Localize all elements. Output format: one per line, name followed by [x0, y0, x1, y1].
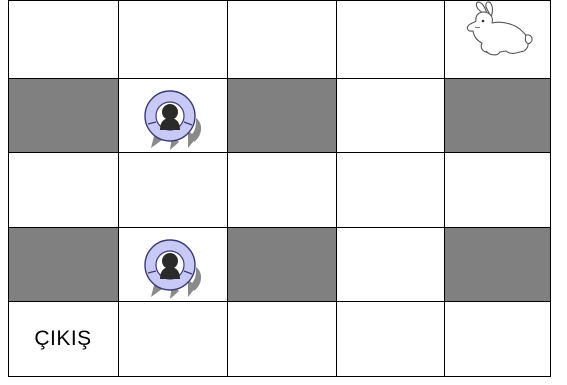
game-board: ÇIKIŞ [8, 0, 551, 377]
hunter-piece-icon [130, 237, 216, 299]
board-cell-r1-c1[interactable] [118, 78, 227, 152]
grid-line-vertical [444, 0, 445, 377]
board-cell-r4-c3[interactable] [336, 301, 444, 377]
board-cell-r2-c2[interactable] [227, 152, 336, 227]
grid-line-vertical [8, 0, 9, 377]
grid-line-vertical [118, 0, 119, 377]
board-cell-r3-c1[interactable] [118, 227, 227, 301]
board-cell-r3-c2[interactable] [227, 227, 336, 301]
exit-label: ÇIKIŞ [34, 327, 91, 351]
board-cell-r4-c2[interactable] [227, 301, 336, 377]
grid-line-horizontal [8, 78, 551, 79]
board-cell-r3-c0[interactable] [8, 227, 118, 301]
grid-line-vertical [227, 0, 228, 377]
board-cell-r3-c3[interactable] [336, 227, 444, 301]
rabbit-icon[interactable] [456, 1, 540, 61]
rabbit-icon [456, 1, 540, 61]
grid-line-horizontal [8, 152, 551, 153]
board-cell-r4-c1[interactable] [118, 301, 227, 377]
board-cell-r4-c4[interactable] [444, 301, 551, 377]
board-cell-r2-c1[interactable] [118, 152, 227, 227]
board-cell-r2-c3[interactable] [336, 152, 444, 227]
board-cell-r2-c4[interactable] [444, 152, 551, 227]
grid-line-vertical [550, 0, 551, 377]
board-cell-r3-c4[interactable] [444, 227, 551, 301]
hunter-piece-icon [130, 88, 216, 150]
board-cell-r1-c0[interactable] [8, 78, 118, 152]
board-cell-r0-c0[interactable] [8, 0, 118, 78]
board-cell-r2-c0[interactable] [8, 152, 118, 227]
board-cell-r1-c2[interactable] [227, 78, 336, 152]
grid-line-horizontal [8, 0, 551, 1]
board-cell-r0-c4[interactable] [444, 0, 551, 78]
board-cell-r4-c0[interactable]: ÇIKIŞ [8, 301, 118, 377]
grid-line-horizontal [8, 376, 551, 377]
board-cell-r0-c1[interactable] [118, 0, 227, 78]
board-cell-r1-c3[interactable] [336, 78, 444, 152]
board-cell-r0-c3[interactable] [336, 0, 444, 78]
hunter-piece-icon[interactable] [130, 237, 216, 299]
hunter-piece-icon[interactable] [130, 88, 216, 150]
board-cell-r0-c2[interactable] [227, 0, 336, 78]
board-cell-r1-c4[interactable] [444, 78, 551, 152]
grid-line-vertical [336, 0, 337, 377]
grid-line-horizontal [8, 227, 551, 228]
grid-line-horizontal [8, 301, 551, 302]
